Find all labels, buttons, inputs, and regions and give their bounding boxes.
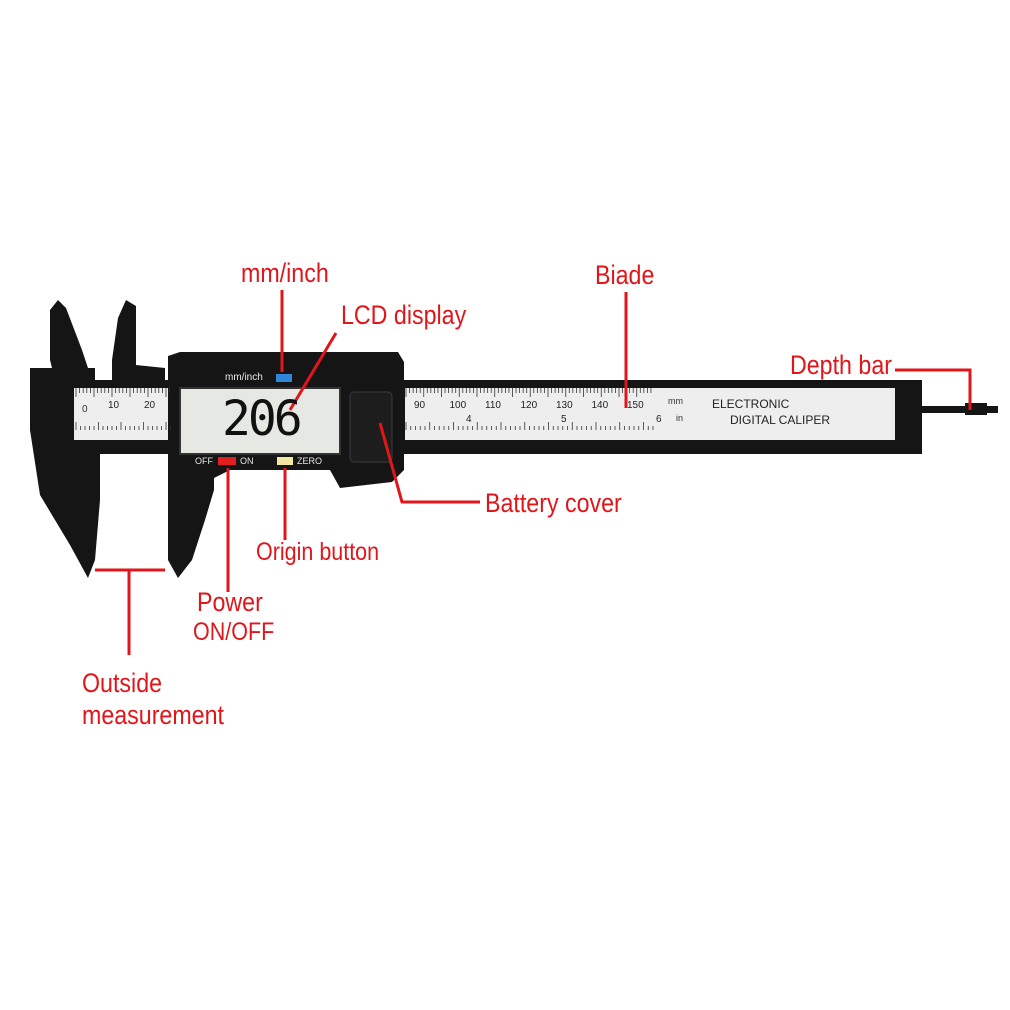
fixed-inside-jaw <box>50 300 95 380</box>
off-label: OFF <box>195 456 213 466</box>
brand-line2: DIGITAL CALIPER <box>730 413 831 427</box>
leader-lines <box>95 290 972 655</box>
power-callout-line1: Power <box>197 587 263 617</box>
sliding-outside-jaw <box>168 470 214 578</box>
depth-bar <box>920 406 998 413</box>
depth-bar-tip <box>965 403 987 415</box>
mm-scale-label: 140 <box>591 400 609 411</box>
mm-scale-label: 100 <box>449 400 467 411</box>
battery-cover-callout: Battery cover <box>485 488 622 518</box>
blade-callout: Biade <box>595 260 655 290</box>
label-strip <box>655 388 895 440</box>
mm-scale-label: 130 <box>556 400 573 411</box>
lcd-window <box>179 387 341 455</box>
power-button[interactable] <box>218 457 236 465</box>
power-callout-line2: ON/OFF <box>193 618 275 646</box>
leader-depth-bar <box>895 368 972 410</box>
inch-scale-label: 6 <box>656 414 662 425</box>
sliding-inside-jaw <box>112 300 165 380</box>
inch-scale-label: 4 <box>466 414 472 425</box>
origin-button-callout: Origin button <box>256 538 380 566</box>
lcd-reading: 206 <box>222 391 303 447</box>
mm-inch-callout: mm/inch <box>241 258 329 288</box>
inch-scale-label: 5 <box>561 414 567 425</box>
zero-label: ZERO <box>297 456 323 466</box>
unit-mm: mm <box>668 396 683 406</box>
lcd-display-callout: LCD display <box>341 300 467 330</box>
mode-label: mm/inch <box>225 372 263 383</box>
on-label: ON <box>240 456 254 466</box>
outside-callout-line1: Outside <box>82 668 163 698</box>
mm-scale-label: 20 <box>144 400 156 411</box>
brand-line1: ELECTRONIC <box>712 397 790 411</box>
zero-mark: 0 <box>82 404 88 415</box>
leader-lcd <box>288 332 338 411</box>
mm-scale-label: 10 <box>108 400 120 411</box>
leader-battery <box>378 422 480 504</box>
mm-scale-label: 110 <box>485 400 501 411</box>
mode-button[interactable] <box>276 374 292 382</box>
depth-bar-callout: Depth bar <box>790 350 892 380</box>
unit-in: in <box>676 413 684 423</box>
zero-button[interactable] <box>277 457 293 465</box>
scale-ticks <box>75 388 654 430</box>
outside-callout-line2: measurement <box>82 700 224 730</box>
mm-scale-label: 150 <box>627 400 644 411</box>
mm-scale-label: 120 <box>520 400 538 411</box>
mm-scale-label: 90 <box>414 400 426 411</box>
scale-strip-left <box>74 388 174 440</box>
battery-cover <box>349 391 393 463</box>
